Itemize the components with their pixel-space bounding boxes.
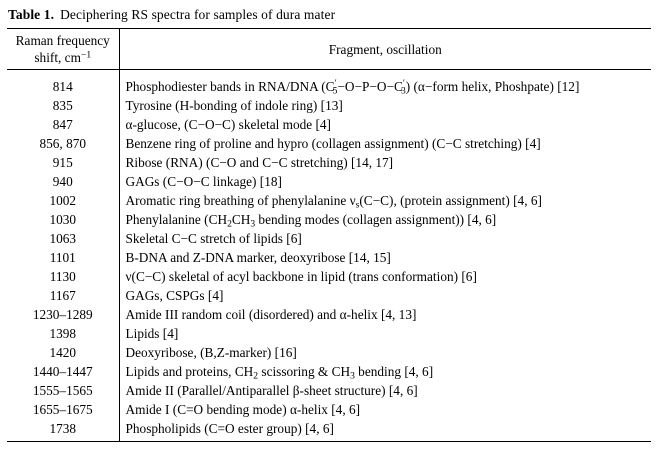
frequency-header-line2: shift, cm−1: [34, 49, 92, 65]
frequency-cell: 1398: [7, 324, 120, 343]
frequency-cell: 814: [7, 69, 120, 96]
table-row: 940 GAGs (C−O−C linkage) [18]: [7, 172, 651, 191]
table-row: 1398 Lipids [4]: [7, 324, 651, 343]
fragment-cell: Phenylalanine (CH2CH3 bending modes (col…: [125, 212, 497, 230]
fragment-cell: Benzene ring of proline and hypro (colla…: [125, 136, 541, 151]
table-row: 1738 Phospholipids (C=O ester group) [4, …: [7, 419, 651, 442]
table-row: 1063 Skeletal C−C stretch of lipids [6]: [7, 229, 651, 248]
table-row: 1440–1447 Lipids and proteins, CH2 scisso…: [7, 362, 651, 381]
column-header-frequency: Raman frequency shift, cm−1: [7, 28, 120, 70]
fragment-cell: Aromatic ring breathing of phenylalanine…: [125, 193, 542, 211]
fragment-cell: Deoxyribose, (B,Z-marker) [16]: [125, 345, 297, 360]
frequency-cell: 1738: [7, 419, 120, 442]
frequency-cell: 1002: [7, 191, 120, 210]
column-header-fragment: Fragment, oscillation: [119, 28, 651, 70]
frequency-cell: 1167: [7, 286, 120, 305]
frequency-cell: 940: [7, 172, 120, 191]
table-row: 856, 870 Benzene ring of proline and hypr…: [7, 134, 651, 153]
fragment-cell: Phospholipids (C=O ester group) [4, 6]: [125, 421, 334, 436]
table-caption-text: Deciphering RS spectra for samples of du…: [60, 7, 336, 22]
frequency-cell: 1101: [7, 248, 120, 267]
fragment-cell: Amide III random coil (disordered) and α…: [125, 307, 417, 322]
fragment-cell: Lipids and proteins, CH2 scissoring & CH…: [125, 364, 434, 382]
frequency-cell: 1440–1447: [7, 362, 120, 381]
table-row: 1101 B-DNA and Z-DNA marker, deoxyribose …: [7, 248, 651, 267]
frequency-header-line1: Raman frequency: [15, 33, 110, 48]
table-row: 1167 GAGs, CSPGs [4]: [7, 286, 651, 305]
fragment-cell: GAGs, CSPGs [4]: [125, 288, 224, 303]
fragment-cell: Skeletal C−C stretch of lipids [6]: [125, 231, 302, 246]
fragment-header-label: Fragment, oscillation: [328, 41, 442, 57]
table-row: 1002 Aromatic ring breathing of phenylala…: [7, 191, 651, 210]
frequency-cell: 856, 870: [7, 134, 120, 153]
table-row: 1230–1289 Amide III random coil (disorder…: [7, 305, 651, 324]
header-row: Raman frequency shift, cm−1 Fragment, os…: [7, 28, 651, 70]
fragment-cell: Amide II (Parallel/Antiparallel β-sheet …: [125, 383, 418, 398]
fragment-cell: Phosphodiester bands in RNA/DNA (C′5−O−P…: [125, 77, 580, 97]
table-row: 1655–1675 Amide I (C=O bending mode) α-he…: [7, 400, 651, 419]
table-caption: Table 1. Deciphering RS spectra for sampl…: [7, 6, 651, 23]
fragment-cell: Amide I (C=O bending mode) α-helix [4, 6…: [125, 402, 361, 417]
fragment-cell: α-glucose, (C−O−C) skeletal mode [4]: [125, 117, 332, 132]
table-row: 847 α-glucose, (C−O−C) skeletal mode [4]: [7, 115, 651, 134]
table-header: Raman frequency shift, cm−1 Fragment, os…: [7, 28, 651, 70]
table-row: 915 Ribose (RNA) (C−O and C−C stretching)…: [7, 153, 651, 172]
table-row: 835 Tyrosine (H-bonding of indole ring) […: [7, 96, 651, 115]
frequency-cell: 1230–1289: [7, 305, 120, 324]
fragment-cell: GAGs (C−O−C linkage) [18]: [125, 174, 282, 189]
frequency-cell: 1420: [7, 343, 120, 362]
rs-spectra-table: Raman frequency shift, cm−1 Fragment, os…: [7, 28, 651, 442]
frequency-cell: 1655–1675: [7, 400, 120, 419]
frequency-cell: 1555–1565: [7, 381, 120, 400]
frequency-cell: 1130: [7, 267, 120, 286]
frequency-cell: 915: [7, 153, 120, 172]
table-caption-label: Table 1.: [8, 7, 55, 22]
fragment-cell: Ribose (RNA) (C−O and C−C stretching) [1…: [125, 155, 394, 170]
frequency-cell: 1063: [7, 229, 120, 248]
frequency-cell: 1030: [7, 210, 120, 229]
fragment-cell: ν(C−C) skeletal of acyl backbone in lipi…: [125, 269, 477, 284]
fragment-cell: Tyrosine (H-bonding of indole ring) [13]: [125, 98, 343, 113]
frequency-cell: 835: [7, 96, 120, 115]
fragment-cell: Lipids [4]: [125, 326, 179, 341]
frequency-cell: 847: [7, 115, 120, 134]
table-row: 1555–1565 Amide II (Parallel/Antiparallel…: [7, 381, 651, 400]
fragment-cell: B-DNA and Z-DNA marker, deoxyribose [14,…: [125, 250, 391, 265]
table-row: 1420 Deoxyribose, (B,Z-marker) [16]: [7, 343, 651, 362]
table-row: 1130 ν(C−C) skeletal of acyl backbone in …: [7, 267, 651, 286]
table-row: 1030 Phenylalanine (CH2CH3 bending modes …: [7, 210, 651, 229]
